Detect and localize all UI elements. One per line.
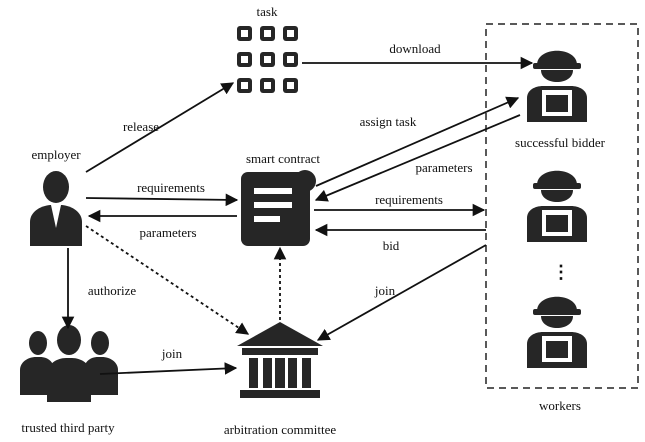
task-label: task <box>257 4 278 19</box>
arbitration-committee-icon <box>237 322 323 398</box>
join-ttp-label: join <box>161 346 183 361</box>
smart-contract-icon <box>241 170 316 246</box>
bid-label: bid <box>383 238 400 253</box>
parameters-bidder-label: parameters <box>415 160 472 175</box>
parameters-bidder-arrow <box>314 114 521 202</box>
join-workers-label: join <box>374 283 396 298</box>
worker-icon <box>527 170 587 242</box>
employer-label: employer <box>31 147 81 162</box>
release-label: release <box>123 119 159 134</box>
workers-label: workers <box>539 398 581 413</box>
requirements-employer-label: requirements <box>137 180 205 195</box>
trusted-third-party-label: trusted third party <box>21 420 115 435</box>
join-workers-arrow <box>316 244 487 341</box>
worker-icon <box>527 50 587 122</box>
download-label: download <box>389 41 441 56</box>
parameters-employer-label: parameters <box>139 225 196 240</box>
requirements-employer-arrow <box>85 193 239 207</box>
requirements-workers-label: requirements <box>375 192 443 207</box>
assign-task-label: assign task <box>360 114 417 129</box>
worker-icon <box>527 296 587 368</box>
workers-ellipsis: ⋮ <box>552 262 570 282</box>
authorize-label: authorize <box>88 283 137 298</box>
smart-contract-label: smart contract <box>246 151 320 166</box>
trusted-third-party-icon <box>20 325 118 402</box>
join-ttp-arrow <box>99 362 238 375</box>
workers-group-box <box>485 23 639 389</box>
successful-bidder-label: successful bidder <box>515 135 606 150</box>
employer-arbitration-dotted-arrow <box>85 225 250 335</box>
assign-task-arrow <box>315 96 520 187</box>
arbitration-committee-label: arbitration committee <box>224 422 336 437</box>
release-arrow <box>85 82 235 173</box>
